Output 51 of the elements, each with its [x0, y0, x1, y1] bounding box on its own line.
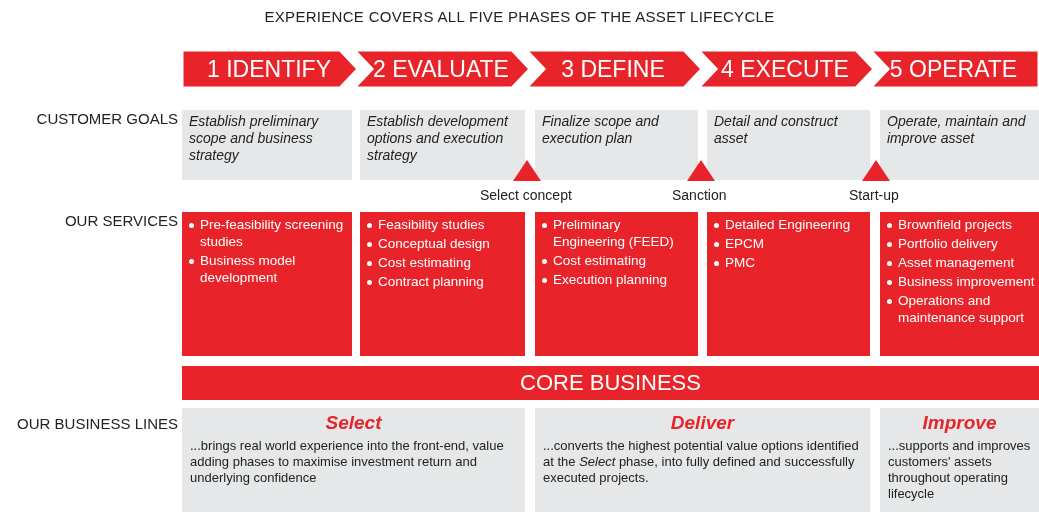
phase-banner — [698, 50, 874, 88]
service-item: Detailed Engineering — [725, 217, 851, 232]
phase-label: 5 OPERATE — [890, 54, 1017, 84]
service-item: Execution planning — [553, 272, 668, 287]
service-item: Pre-feasibility screening studies — [200, 217, 344, 249]
milestone-label: Start-up — [849, 187, 899, 203]
phase-label: 2 EVALUATE — [374, 54, 508, 84]
service-item: Brownfield projects — [898, 217, 1013, 232]
row-label: OUR SERVICES — [63, 212, 178, 229]
phase-banner — [182, 50, 358, 88]
business-line-heading: Deliver — [669, 412, 736, 434]
business-line-heading: Select — [324, 412, 383, 434]
service-item: Portfolio delivery — [898, 236, 998, 251]
business-line-description: ...converts the highest potential value options identified at the Select phase, into fully defined and successfully executed projects. — [543, 438, 860, 486]
row-label: CUSTOMER GOALS — [35, 110, 178, 127]
service-item: Operations and maintenance support — [898, 293, 1025, 325]
service-item: Preliminary Engineering (FEED) — [553, 217, 674, 249]
phase-banner — [870, 50, 1039, 88]
services-box — [707, 212, 870, 356]
goal-box: Establish development options and execution strategy — [360, 110, 525, 180]
services-box — [182, 212, 352, 356]
service-item: PMC — [725, 255, 755, 270]
business-line-heading: Improve — [921, 412, 998, 434]
phase-label: 1 IDENTIFY — [206, 54, 332, 84]
service-item: Cost estimating — [378, 255, 472, 270]
phase-label: 3 DEFINE — [560, 54, 666, 84]
title: EXPERIENCE COVERS ALL FIVE PHASES OF THE ASSET LIFECYCLE — [263, 8, 776, 25]
business-line-description: ...brings real world experience into the front-end, value adding phases to maximise investment return and underlying confidence — [190, 438, 505, 486]
service-item: Asset management — [898, 255, 1015, 270]
services-box — [880, 212, 1039, 356]
milestone-label: Select concept — [480, 187, 572, 203]
phase-banner — [526, 50, 702, 88]
goal-box: Finalize scope and execution plan — [535, 110, 698, 180]
goal-box: Operate, maintain and improve asset — [880, 110, 1039, 180]
service-item: Cost estimating — [553, 253, 647, 268]
service-item: Conceptual design — [378, 236, 490, 251]
service-item: Contract planning — [378, 274, 484, 289]
service-item: EPCM — [725, 236, 764, 251]
services-box — [360, 212, 525, 356]
services-box — [535, 212, 698, 356]
business-line-description: ...supports and improves customers' assets throughout operating lifecycle — [888, 438, 1031, 502]
goal-box: Detail and construct asset — [707, 110, 870, 180]
phase-label: 4 EXECUTE — [720, 54, 850, 84]
service-item: Business improvement — [898, 274, 1035, 289]
core-business-bar: CORE BUSINESS — [182, 366, 1039, 400]
service-item: Feasibility studies — [378, 217, 485, 232]
goal-box: Establish preliminary scope and business strategy — [182, 110, 352, 180]
row-label: OUR BUSINESS LINES — [16, 415, 178, 432]
phase-banner — [354, 50, 530, 88]
milestone-label: Sanction — [672, 187, 727, 203]
service-item: Business model development — [200, 253, 296, 285]
